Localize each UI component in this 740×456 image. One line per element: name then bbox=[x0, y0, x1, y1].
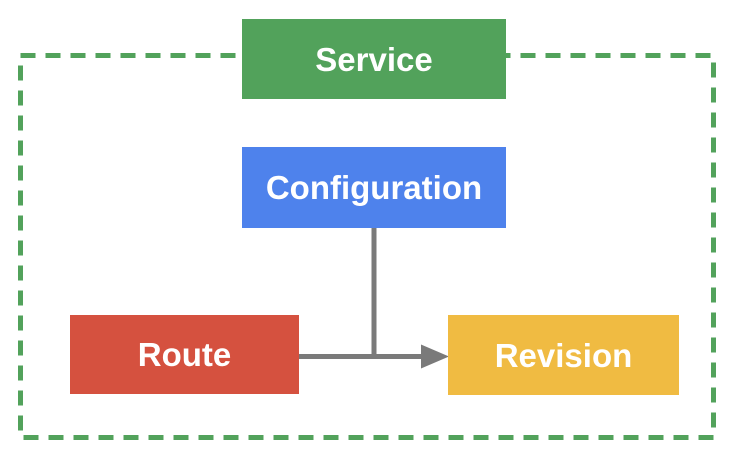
boundary-dashed-border bbox=[18, 53, 716, 440]
arrowhead-icon bbox=[421, 344, 449, 369]
revision-node: Revision bbox=[448, 315, 679, 395]
route-node: Route bbox=[70, 315, 299, 394]
revision-label: Revision bbox=[494, 336, 633, 374]
configuration-label: Configuration bbox=[265, 169, 483, 206]
service-node: Service bbox=[242, 19, 506, 99]
route-label: Route bbox=[137, 336, 232, 373]
configuration-node: Configuration bbox=[242, 147, 506, 228]
service-label: Service bbox=[315, 40, 433, 78]
